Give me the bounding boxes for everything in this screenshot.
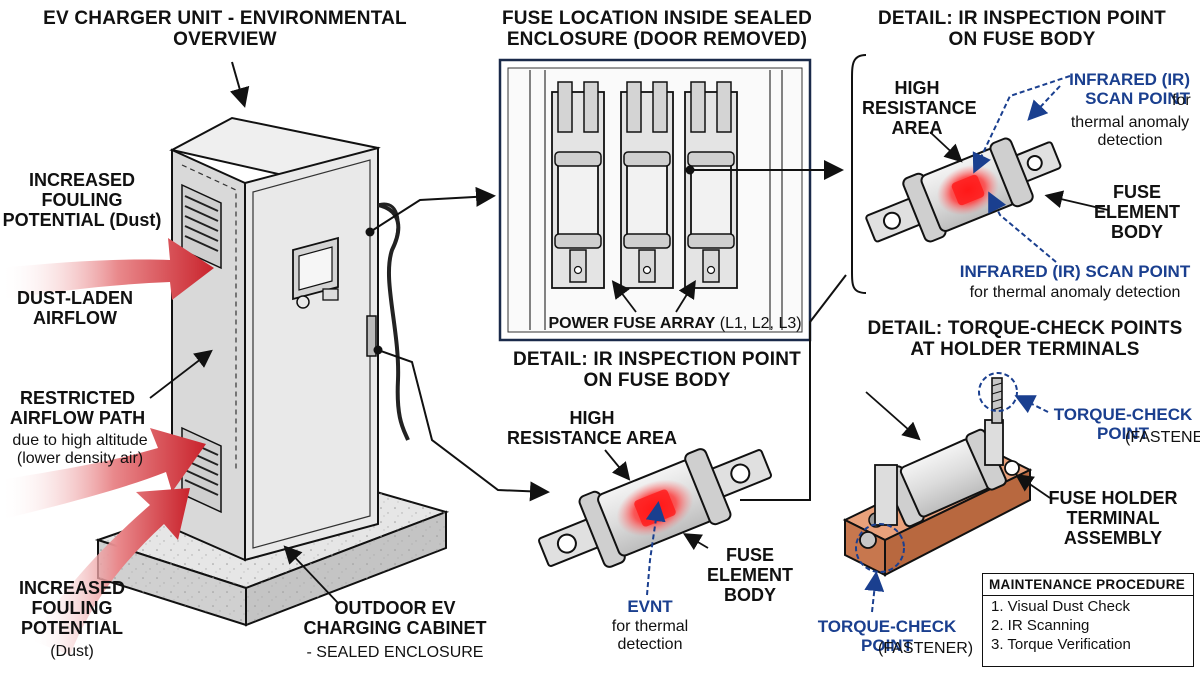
- fuse-unit-l3: [684, 81, 738, 289]
- high-resistance-label-top: HIGH RESISTANCE AREA: [862, 78, 977, 139]
- torque-check-circle-bottom: [855, 523, 905, 573]
- dust-airflow-arrows: [0, 238, 214, 655]
- dust-airflow-label: DUST-LADEN AIRFLOW: [17, 288, 133, 329]
- evnt-note: for thermal detection: [611, 618, 689, 653]
- torque-check-bottom-note: (FASTENER): [878, 640, 974, 657]
- torque-check-top-note: (FASTENER): [1125, 429, 1200, 446]
- ev-charging-cabinet: [169, 116, 410, 562]
- fuse-unit-l2: [620, 81, 674, 289]
- fuse-holder-assembly: [842, 377, 1033, 577]
- fouling-bottom-title: INCREASED FOULING POTENTIAL: [18, 578, 125, 639]
- power-fuse-array: [551, 81, 738, 289]
- fuse-element-label-mid: FUSE ELEMENT BODY: [706, 545, 793, 606]
- torque-check-circle-top: [978, 372, 1018, 412]
- restricted-airflow-title: RESTRICTED AIRFLOW PATH: [9, 388, 146, 429]
- cabinet-label-title: OUTDOOR EV CHARGING CABINET: [303, 598, 487, 639]
- ir-scan-point-b: INFRARED (IR) SCAN POINT: [959, 262, 1191, 281]
- maintenance-step: 3. Torque Verification: [991, 636, 1131, 653]
- display-screen: [292, 236, 339, 301]
- enclosure-connector: [369, 186, 496, 233]
- restricted-airflow-note: due to high altitude (lower density air): [12, 432, 148, 467]
- fuse-array-phases: (L1, L2, L3): [719, 315, 802, 332]
- fuse-holder-label: FUSE HOLDER TERMINAL ASSEMBLY: [1048, 488, 1178, 549]
- cabinet-label-note: - SEALED ENCLOSURE: [306, 644, 484, 661]
- cabinet-label-arrow: [283, 545, 339, 604]
- ir-scan-point-a-for: for: [1172, 92, 1191, 109]
- fuse-unit-l1: [551, 81, 605, 289]
- ir-detail-top-title: DETAIL: IR INSPECTION POINT ON FUSE BODY: [878, 8, 1166, 51]
- door-handle: [366, 315, 377, 357]
- ir-scan-point-a: INFRARED (IR) SCAN POINT: [1069, 70, 1190, 109]
- fouling-top-label: INCREASED FOULING POTENTIAL (Dust): [2, 170, 162, 231]
- maintenance-procedure-box: MAINTENANCE PROCEDURE 1. Visual Dust Che…: [982, 573, 1194, 667]
- fuse-element-label-top: FUSE ELEMENT BODY: [1093, 182, 1180, 243]
- mid-detail-connector: [377, 349, 550, 502]
- ev-overview-title: EV CHARGER UNIT - ENVIRONMENTAL OVERVIEW: [43, 8, 407, 51]
- ir-scan-point-a-note: thermal anomaly detection: [1070, 114, 1190, 149]
- start-button-icon: [296, 295, 310, 309]
- ir-detail-mid-title: DETAIL: IR INSPECTION POINT ON FUSE BODY: [513, 349, 801, 392]
- maintenance-step: 2. IR Scanning: [991, 617, 1090, 634]
- fuse-top-right: [865, 137, 1062, 243]
- fuse-array-label: POWER FUSE ARRAY (L1, L2, L3): [540, 315, 810, 333]
- upper-vent: [181, 183, 222, 270]
- torque-detail-title: DETAIL: TORQUE-CHECK POINTS AT HOLDER TE…: [867, 318, 1183, 361]
- bracket-link: [740, 274, 847, 501]
- evnt-label: EVNT: [627, 597, 673, 616]
- ir-scan-point-b-note: for thermal anomaly detection: [969, 284, 1181, 301]
- high-resistance-label-mid: HIGH RESISTANCE AREA: [506, 408, 677, 449]
- card-reader-icon: [322, 288, 339, 301]
- charging-cable: [377, 203, 410, 441]
- detail-bracket: [851, 54, 867, 294]
- torque-check-top-title: TORQUE-CHECK POINT: [1053, 405, 1193, 444]
- restricted-airflow-arrow: [149, 349, 213, 399]
- fouling-bottom-note: (Dust): [50, 643, 94, 660]
- fuse-array-label-bold: POWER FUSE ARRAY: [548, 315, 716, 332]
- cabinet-title-arrow: [229, 61, 250, 108]
- maintenance-title: MAINTENANCE PROCEDURE: [983, 574, 1193, 596]
- fuse-location-title: FUSE LOCATION INSIDE SEALED ENCLOSURE (D…: [501, 8, 813, 51]
- maintenance-step: 1. Visual Dust Check: [991, 598, 1130, 615]
- torque-check-bottom-title: TORQUE-CHECK POINT: [817, 617, 957, 656]
